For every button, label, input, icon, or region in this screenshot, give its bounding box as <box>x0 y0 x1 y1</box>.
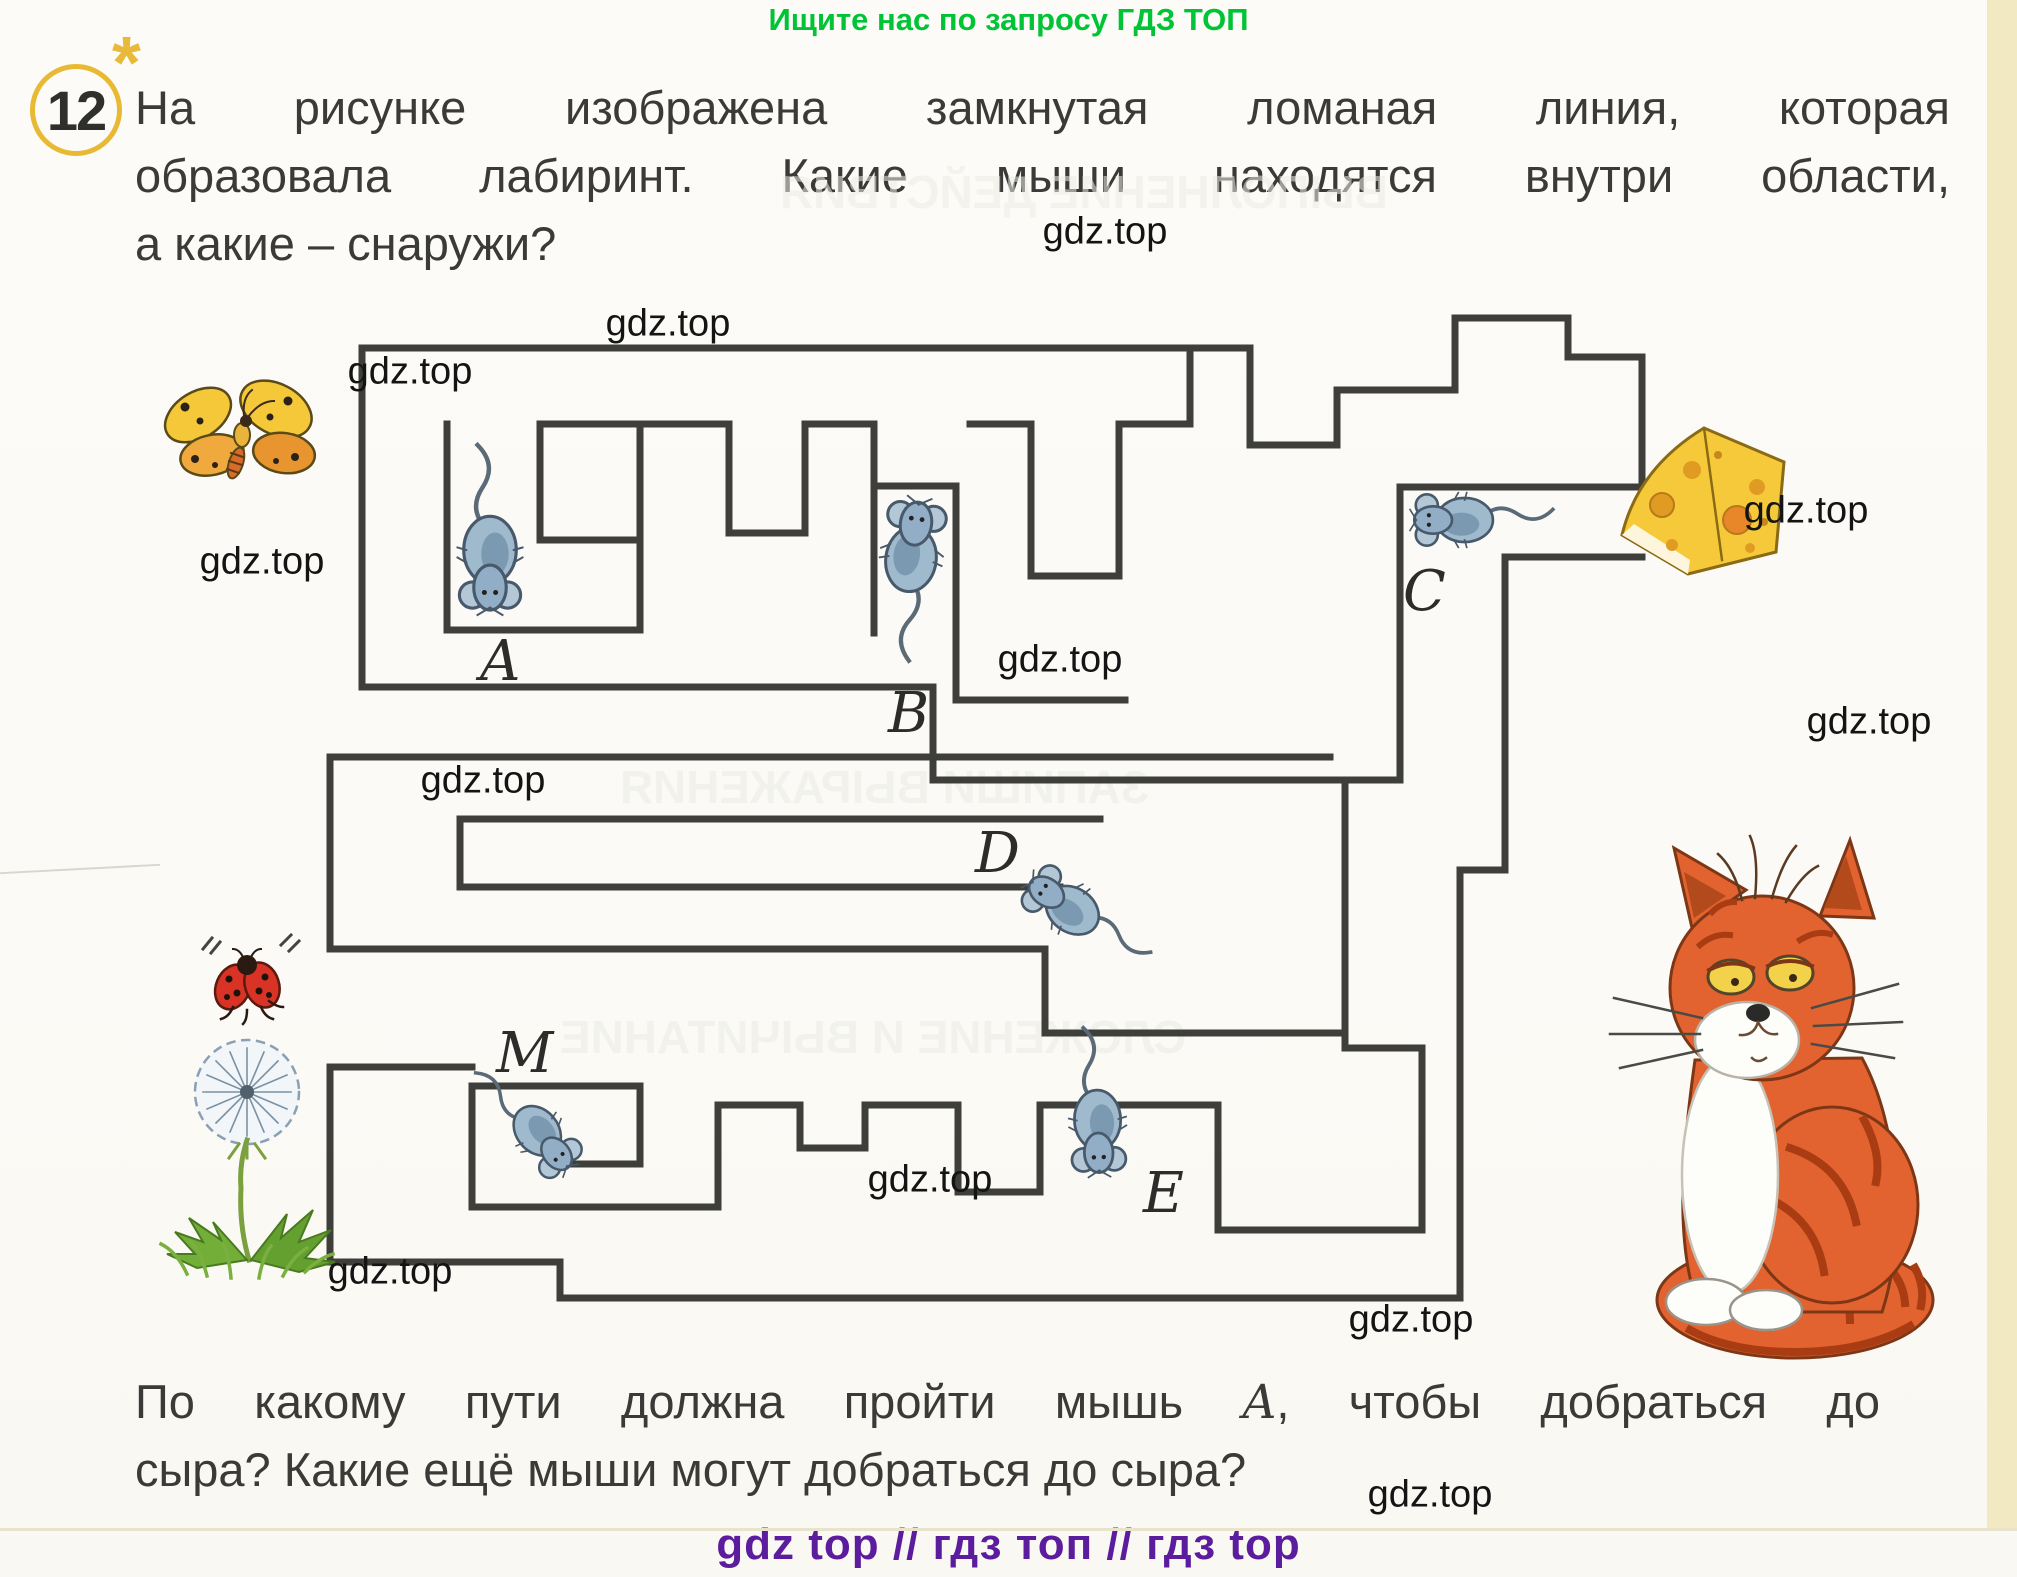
mouse-d <box>1010 854 1163 986</box>
maze-finger-d <box>456 815 1104 891</box>
maze-entrance-lower-right <box>326 553 1646 1302</box>
maze-pocket-b <box>870 482 1129 704</box>
maze-chain-b-right <box>966 348 1194 580</box>
watermark: gdz.top <box>420 759 546 802</box>
label-mouse-m: M <box>495 1021 555 1086</box>
watermark: gdz.top <box>997 638 1123 681</box>
mouse-a-reference: A <box>1242 1375 1277 1430</box>
watermark: gdz.top <box>1348 1298 1474 1341</box>
promo-header: Ищите нас по запросу ГДЗ ТОП <box>768 2 1249 37</box>
page-fold-line <box>0 1528 2017 1531</box>
label-mouse-d: D <box>974 821 1020 886</box>
watermark: gdz.top <box>605 302 731 345</box>
butterfly-illustration <box>163 379 317 480</box>
mouse-a <box>458 445 523 615</box>
watermark: gdz.top <box>1743 489 1869 532</box>
watermark: gdz.top <box>199 540 325 583</box>
watermark: gdz.top <box>347 350 473 393</box>
maze-middle-lobe <box>326 753 1349 1037</box>
problem-line-1: На рисунке изображена замкнутая ломаная … <box>135 81 1950 134</box>
question-line-2: сыра? Какие ещё мыши могут добраться до … <box>135 1443 1247 1496</box>
page-edge <box>1987 0 2017 1530</box>
mouse-b <box>866 493 951 663</box>
watermark: gdz.top <box>1806 700 1932 743</box>
star-icon: * <box>112 21 141 104</box>
problem-number-badge: 12 <box>30 64 122 156</box>
dandelion-illustration <box>158 1038 336 1281</box>
watermark: gdz.top <box>1042 210 1168 253</box>
cat-illustration <box>1608 834 1935 1360</box>
watermark: gdz.top <box>327 1250 453 1293</box>
problem-number: 12 <box>46 78 107 142</box>
ladybug-illustration <box>200 932 302 1026</box>
label-mouse-e: E <box>1142 1161 1184 1226</box>
watermark: gdz.top <box>1367 1473 1493 1516</box>
problem-statement: На рисунке изображена замкнутая ломаная … <box>135 74 1950 278</box>
mouse-c <box>1408 490 1555 550</box>
label-mouse-a: A <box>475 629 520 694</box>
maze-broken-line <box>326 314 1646 1302</box>
cheese-illustration <box>1620 426 1786 576</box>
question-line-1: По какому пути должна пройти мышь A, что… <box>135 1375 1880 1430</box>
problem-line-3: а какие – снаружи? <box>135 217 557 270</box>
maze-outer-top <box>358 314 1646 491</box>
label-mouse-c: C <box>1403 559 1446 624</box>
problem-line-2: образовала лабиринт. Какие мыши находятс… <box>135 149 1950 202</box>
label-mouse-b: B <box>887 681 929 746</box>
question-text: По какому пути должна пройти мышь A, что… <box>135 1368 1880 1503</box>
watermark: gdz.top <box>867 1158 993 1201</box>
maze-chain-ab <box>636 420 878 537</box>
maze-bottom-crenellation <box>468 1082 1144 1211</box>
maze-entrance-upper <box>1136 483 1646 1234</box>
maze-left-band <box>358 344 1349 784</box>
